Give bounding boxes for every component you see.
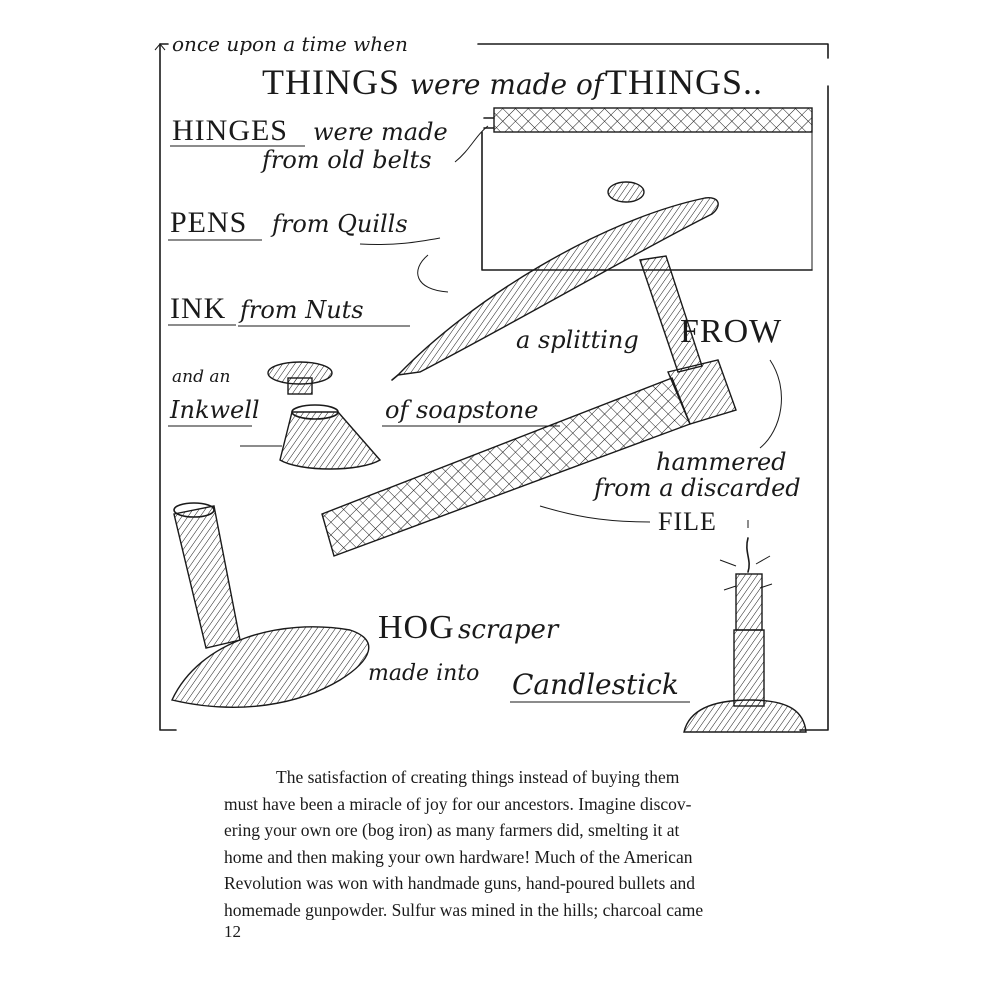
hinges-script-2: from old belts	[260, 146, 432, 174]
illustration: once upon a time when THINGS were made o…	[154, 32, 829, 733]
frow-script: a splitting	[516, 326, 639, 354]
hinges-caps: HINGES	[172, 114, 288, 147]
inkwell-line-2: Inkwell	[169, 396, 260, 424]
candle-script-2: Candlestick	[512, 668, 679, 701]
hinge-belt-drawing	[481, 107, 813, 271]
page-number: 12	[224, 922, 241, 941]
body-line: ering your own ore (bog iron) as many fa…	[224, 820, 680, 841]
hammered-line-1: hammered	[656, 448, 787, 476]
hog-script: scraper	[458, 615, 560, 645]
body-line: The satisfaction of creating things inst…	[276, 767, 680, 787]
title-script: were made of	[410, 68, 608, 101]
header-line: once upon a time when	[172, 32, 408, 56]
hinges-script-1: were made	[313, 118, 448, 146]
title-caps: THINGS	[262, 62, 400, 102]
title-caps-2: THINGS..	[605, 62, 763, 102]
inkwell-drawing	[240, 361, 382, 470]
soapstone-label: of soapstone	[385, 396, 538, 424]
candlestick-drawing	[683, 520, 807, 733]
quill-feather-drawing	[391, 197, 719, 381]
body-line: Revolution was won with handmade guns, h…	[224, 873, 695, 894]
body-line: homemade gunpowder. Sulfur was mined in …	[224, 899, 704, 920]
hammered-line-2: from a discarded	[592, 474, 801, 502]
body-paragraph: The satisfaction of creating things inst…	[224, 764, 794, 924]
candle-script-1: made into	[368, 661, 479, 686]
frow-caps: FROW	[680, 313, 782, 350]
pens-caps: PENS	[170, 206, 247, 239]
ink-caps: INK	[170, 292, 226, 325]
body-line: must have been a miracle of joy for our …	[224, 793, 692, 814]
pens-script: from Quills	[270, 210, 408, 238]
frow-tool-drawing	[321, 181, 737, 557]
inkwell-line-1: and an	[172, 367, 230, 387]
ink-script: from Nuts	[238, 296, 364, 324]
hog-caps: HOG	[378, 609, 455, 646]
hog-scraper-drawing	[171, 502, 370, 708]
file-caps: FILE	[658, 507, 717, 536]
border-frame	[154, 43, 829, 731]
body-line: home and then making your own hardware! …	[224, 846, 693, 867]
